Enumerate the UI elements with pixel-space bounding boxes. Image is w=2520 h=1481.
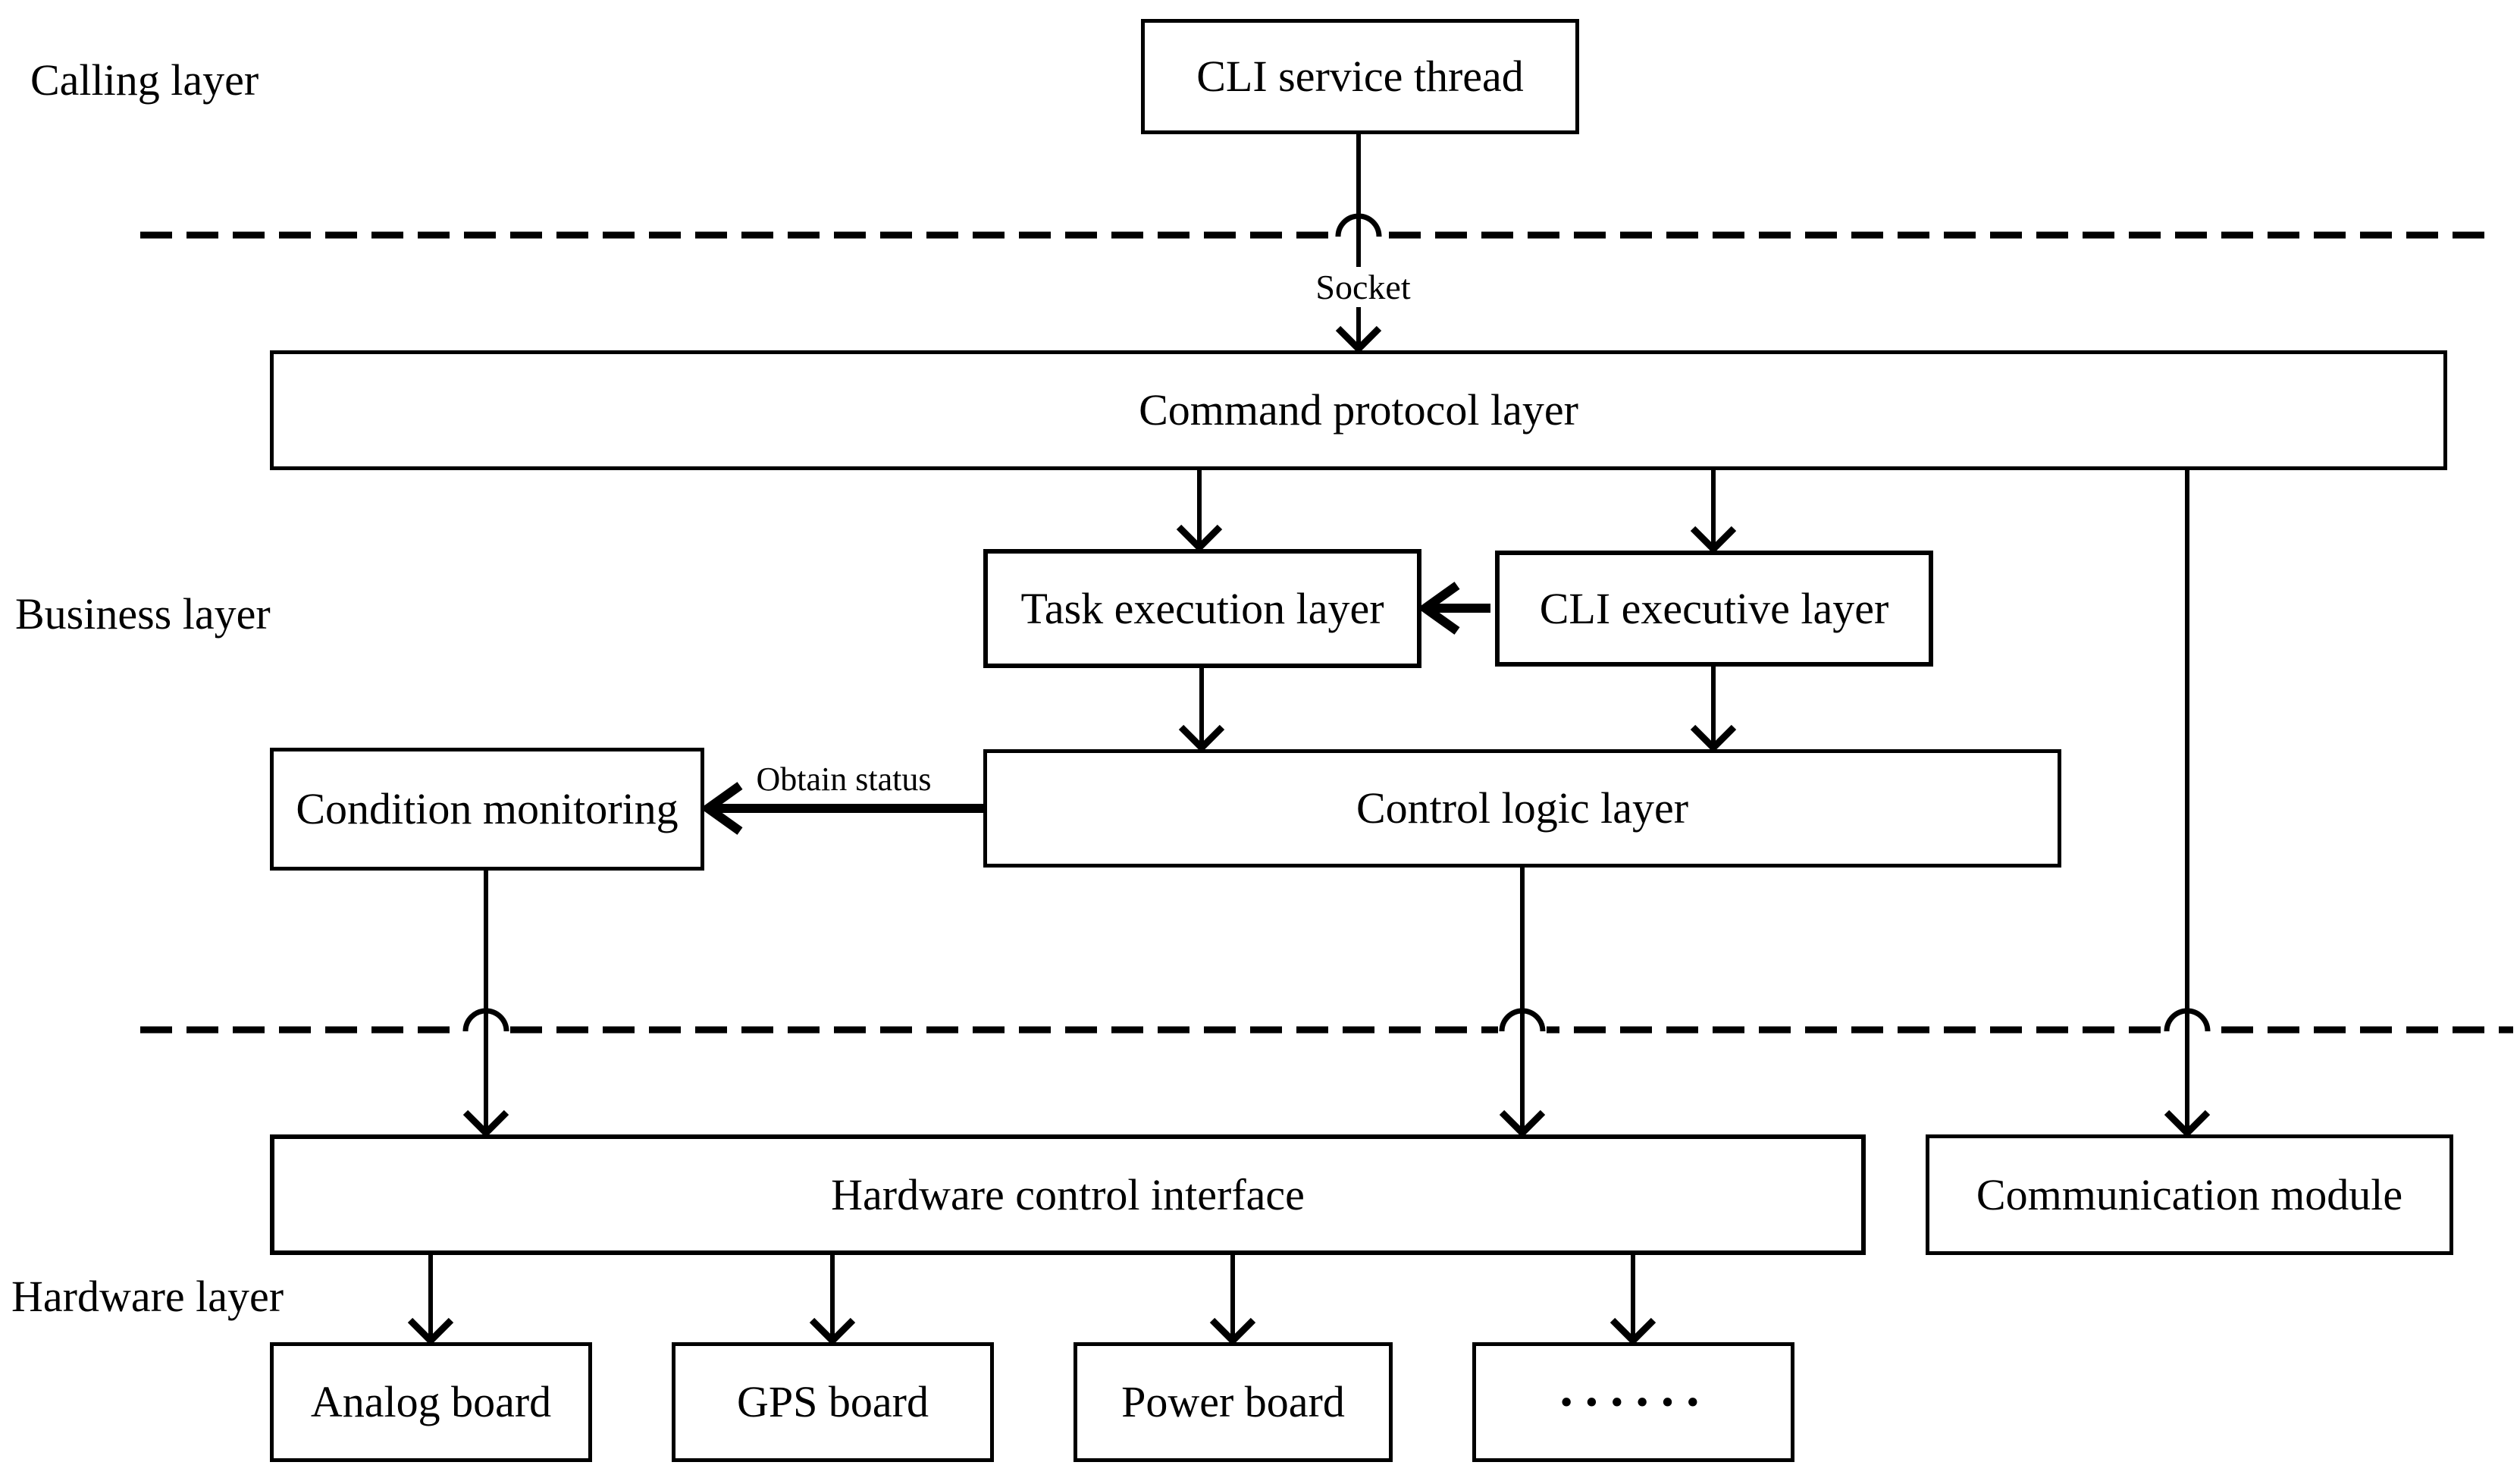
arrowhead-socket [1335, 325, 1382, 354]
arrowhead-task-control [1178, 724, 1225, 753]
arrowhead-cp-comm [2164, 1109, 2211, 1138]
arrowhead-control-hci [1499, 1109, 1546, 1138]
box-more-boards: ······ [1472, 1342, 1794, 1462]
arrowhead-hci-power [1209, 1317, 1256, 1346]
box-hardware-control-interface: Hardware control interface [270, 1134, 1866, 1255]
arrowhead-cliexec-control [1690, 724, 1737, 753]
layer-label-calling: Calling layer [30, 55, 259, 105]
arrowhead-hci-dots [1609, 1317, 1656, 1346]
edge-label-socket: Socket [1308, 267, 1418, 307]
layer-label-business: Business layer [15, 589, 271, 639]
arrowhead-cp-task [1176, 524, 1223, 553]
hop-arc-control [1499, 1008, 1546, 1032]
arrowhead-hci-gps [809, 1317, 856, 1346]
box-gps-board: GPS board [672, 1342, 994, 1462]
box-command-protocol-layer: Command protocol layer [270, 350, 2447, 470]
hop-arc-socket [1335, 213, 1382, 237]
edge-label-obtain-status: Obtain status [748, 760, 939, 799]
box-analog-board: Analog board [270, 1342, 592, 1462]
arrowhead-cp-cliexec [1690, 526, 1737, 554]
arrowhead-cliexec-task [1417, 582, 1460, 635]
box-cli-service-thread: CLI service thread [1141, 19, 1579, 134]
layer-label-hardware: Hardware layer [11, 1272, 284, 1321]
box-task-execution-layer: Task execution layer [983, 549, 1421, 668]
box-cli-executive-layer: CLI executive layer [1495, 551, 1933, 667]
arrowhead-control-condition [700, 782, 743, 835]
box-power-board: Power board [1074, 1342, 1393, 1462]
box-condition-monitoring: Condition monitoring [270, 748, 704, 871]
arrowhead-hci-analog [407, 1317, 454, 1346]
box-communication-module: Communication module [1926, 1134, 2453, 1255]
box-control-logic-layer: Control logic layer [983, 749, 2061, 868]
hop-arc-comm [2164, 1008, 2211, 1032]
hop-arc-condition [462, 1008, 509, 1032]
arrowhead-condition-hci [462, 1109, 509, 1138]
